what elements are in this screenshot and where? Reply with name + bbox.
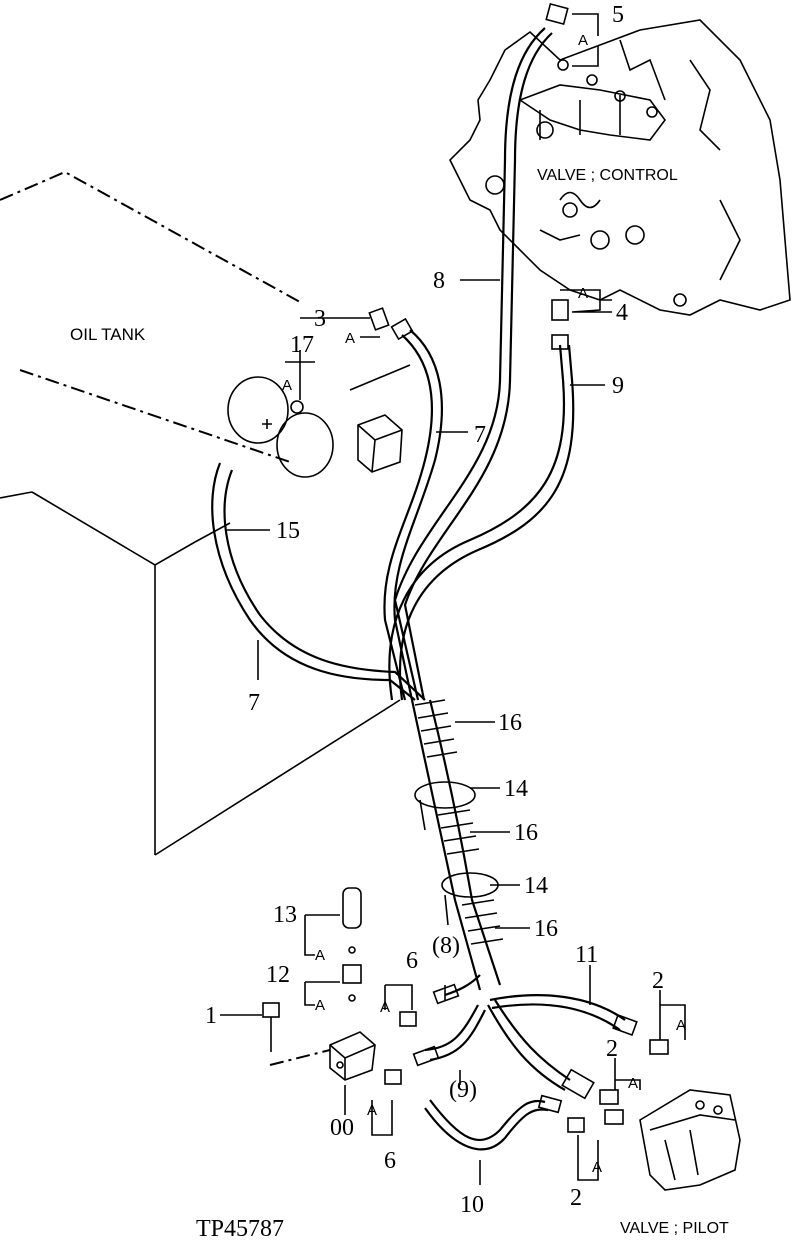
callout-1: 1 [205, 1003, 217, 1029]
fitting-5 [545, 2, 569, 26]
detail-a-marker: A [592, 1159, 602, 1176]
callout-7: 7 [474, 422, 486, 448]
callout-11: 11 [575, 942, 598, 968]
callout-6: 6 [384, 1148, 396, 1174]
hose-8-lower [432, 974, 481, 1005]
callout-2: 2 [606, 1036, 618, 1062]
callout-10: 10 [460, 1192, 484, 1218]
callout-13: 13 [273, 902, 297, 928]
plug-13 [342, 887, 362, 954]
callout-8: 8 [433, 268, 445, 294]
hose-7-left [211, 462, 426, 701]
oil-tank [0, 170, 401, 856]
callout-16: 16 [514, 820, 538, 846]
manifold-block [269, 1031, 376, 1081]
callout-17: 17 [290, 332, 314, 358]
hose-9 [388, 344, 575, 701]
figure-id: TP45787 [196, 1216, 284, 1241]
callout-7: 7 [248, 690, 260, 716]
hose-7-right [383, 329, 443, 701]
callout-9-ref: (9) [449, 1077, 477, 1103]
callout-14: 14 [524, 873, 548, 899]
callout-16: 16 [534, 916, 558, 942]
pilot-valve [639, 1089, 741, 1191]
fittings-2 [567, 1039, 669, 1133]
callout-3: 3 [314, 306, 326, 332]
hose-10 [424, 1094, 563, 1151]
callout-15: 15 [276, 518, 300, 544]
detail-a-marker: A [578, 285, 588, 302]
callout-6: 6 [406, 948, 418, 974]
callout-2: 2 [570, 1185, 582, 1211]
callout-16: 16 [498, 710, 522, 736]
detail-a-marker: A [578, 32, 588, 49]
pilot-valve-label: VALVE ; PILOT [620, 1220, 729, 1237]
detail-a-marker: A [282, 377, 292, 394]
hose-11 [489, 994, 638, 1037]
detail-a-marker: A [315, 997, 325, 1014]
fitting-4 [551, 299, 569, 350]
hoses-to-pilot [487, 999, 595, 1100]
plug-12 [342, 964, 362, 1002]
detail-a-marker: A [380, 999, 390, 1016]
callout-14: 14 [504, 776, 528, 802]
control-valve-label: VALVE ; CONTROL [537, 167, 678, 184]
detail-a-marker: A [367, 1102, 377, 1119]
fitting-3 [368, 307, 414, 341]
oil-tank-label: OIL TANK [70, 325, 146, 344]
detail-a-marker: A [345, 330, 355, 347]
callout-4: 4 [616, 300, 628, 326]
detail-a-marker: A [676, 1017, 686, 1034]
suction-fitting [227, 376, 334, 478]
callout-5: 5 [612, 2, 624, 28]
callout-00: 00 [330, 1115, 354, 1141]
callout-9: 9 [612, 373, 624, 399]
hose-9-lower [412, 1004, 486, 1067]
callout-8-ref: (8) [432, 933, 460, 959]
detail-a-marker: A [628, 1075, 638, 1092]
leader-lines [220, 13, 686, 1185]
bracket-box [357, 414, 403, 473]
callout-12: 12 [266, 962, 290, 988]
callout-2: 2 [652, 968, 664, 994]
hose-bundle [410, 699, 504, 991]
hose-8 [393, 27, 553, 701]
detail-a-marker: A [315, 947, 325, 964]
control-valve [449, 19, 791, 316]
fittings-6 [384, 1011, 417, 1085]
bolt-1 [262, 1002, 280, 1052]
